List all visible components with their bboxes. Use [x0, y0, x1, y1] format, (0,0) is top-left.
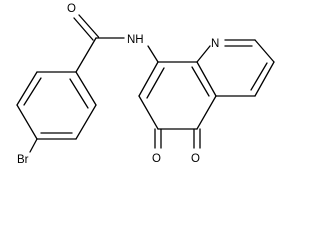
bond-c8a-n1	[196, 45, 211, 63]
bond-benzene-4	[16, 104, 38, 140]
bromine-label: Br	[17, 154, 29, 166]
bonds	[16, 14, 275, 153]
bond-c3-c4	[254, 61, 275, 97]
bond-carbonyl-double-a	[78, 14, 100, 38]
amide-nh-label: NH	[127, 34, 144, 46]
oxygen-c6-label: O	[152, 153, 161, 165]
bond-benzene-5	[16, 71, 38, 106]
bond-c-br	[29, 138, 38, 153]
bond-c5-c4a	[196, 95, 217, 130]
bond-c8-c7-inner	[146, 67, 165, 99]
oxygen-c5-label: O	[191, 153, 200, 165]
bond-c4a-c8a	[196, 61, 217, 97]
bond-c8-c7	[138, 61, 159, 97]
bond-carbonyl-ipso	[75, 37, 97, 73]
bond-c2-c3	[254, 39, 275, 63]
bond-carbonyl-double-b	[73, 17, 94, 41]
chemical-structure: O NH N Br O O	[16, 3, 275, 166]
ring-nitrogen-label: N	[211, 38, 219, 50]
bond-benzene-2	[75, 104, 97, 140]
bond-benzene-1-inner	[69, 78, 89, 109]
bond-c3-c4-inner	[250, 62, 268, 91]
bond-benzene-5-inner	[23, 77, 42, 106]
bond-c4a-c8a-inner	[191, 66, 210, 97]
atom-labels: O NH N Br O O	[17, 3, 219, 166]
bond-c7-c6	[138, 95, 159, 130]
oxygen-amide-label: O	[67, 3, 76, 15]
bond-nh-c8	[147, 45, 159, 63]
bond-benzene-1	[75, 71, 97, 106]
